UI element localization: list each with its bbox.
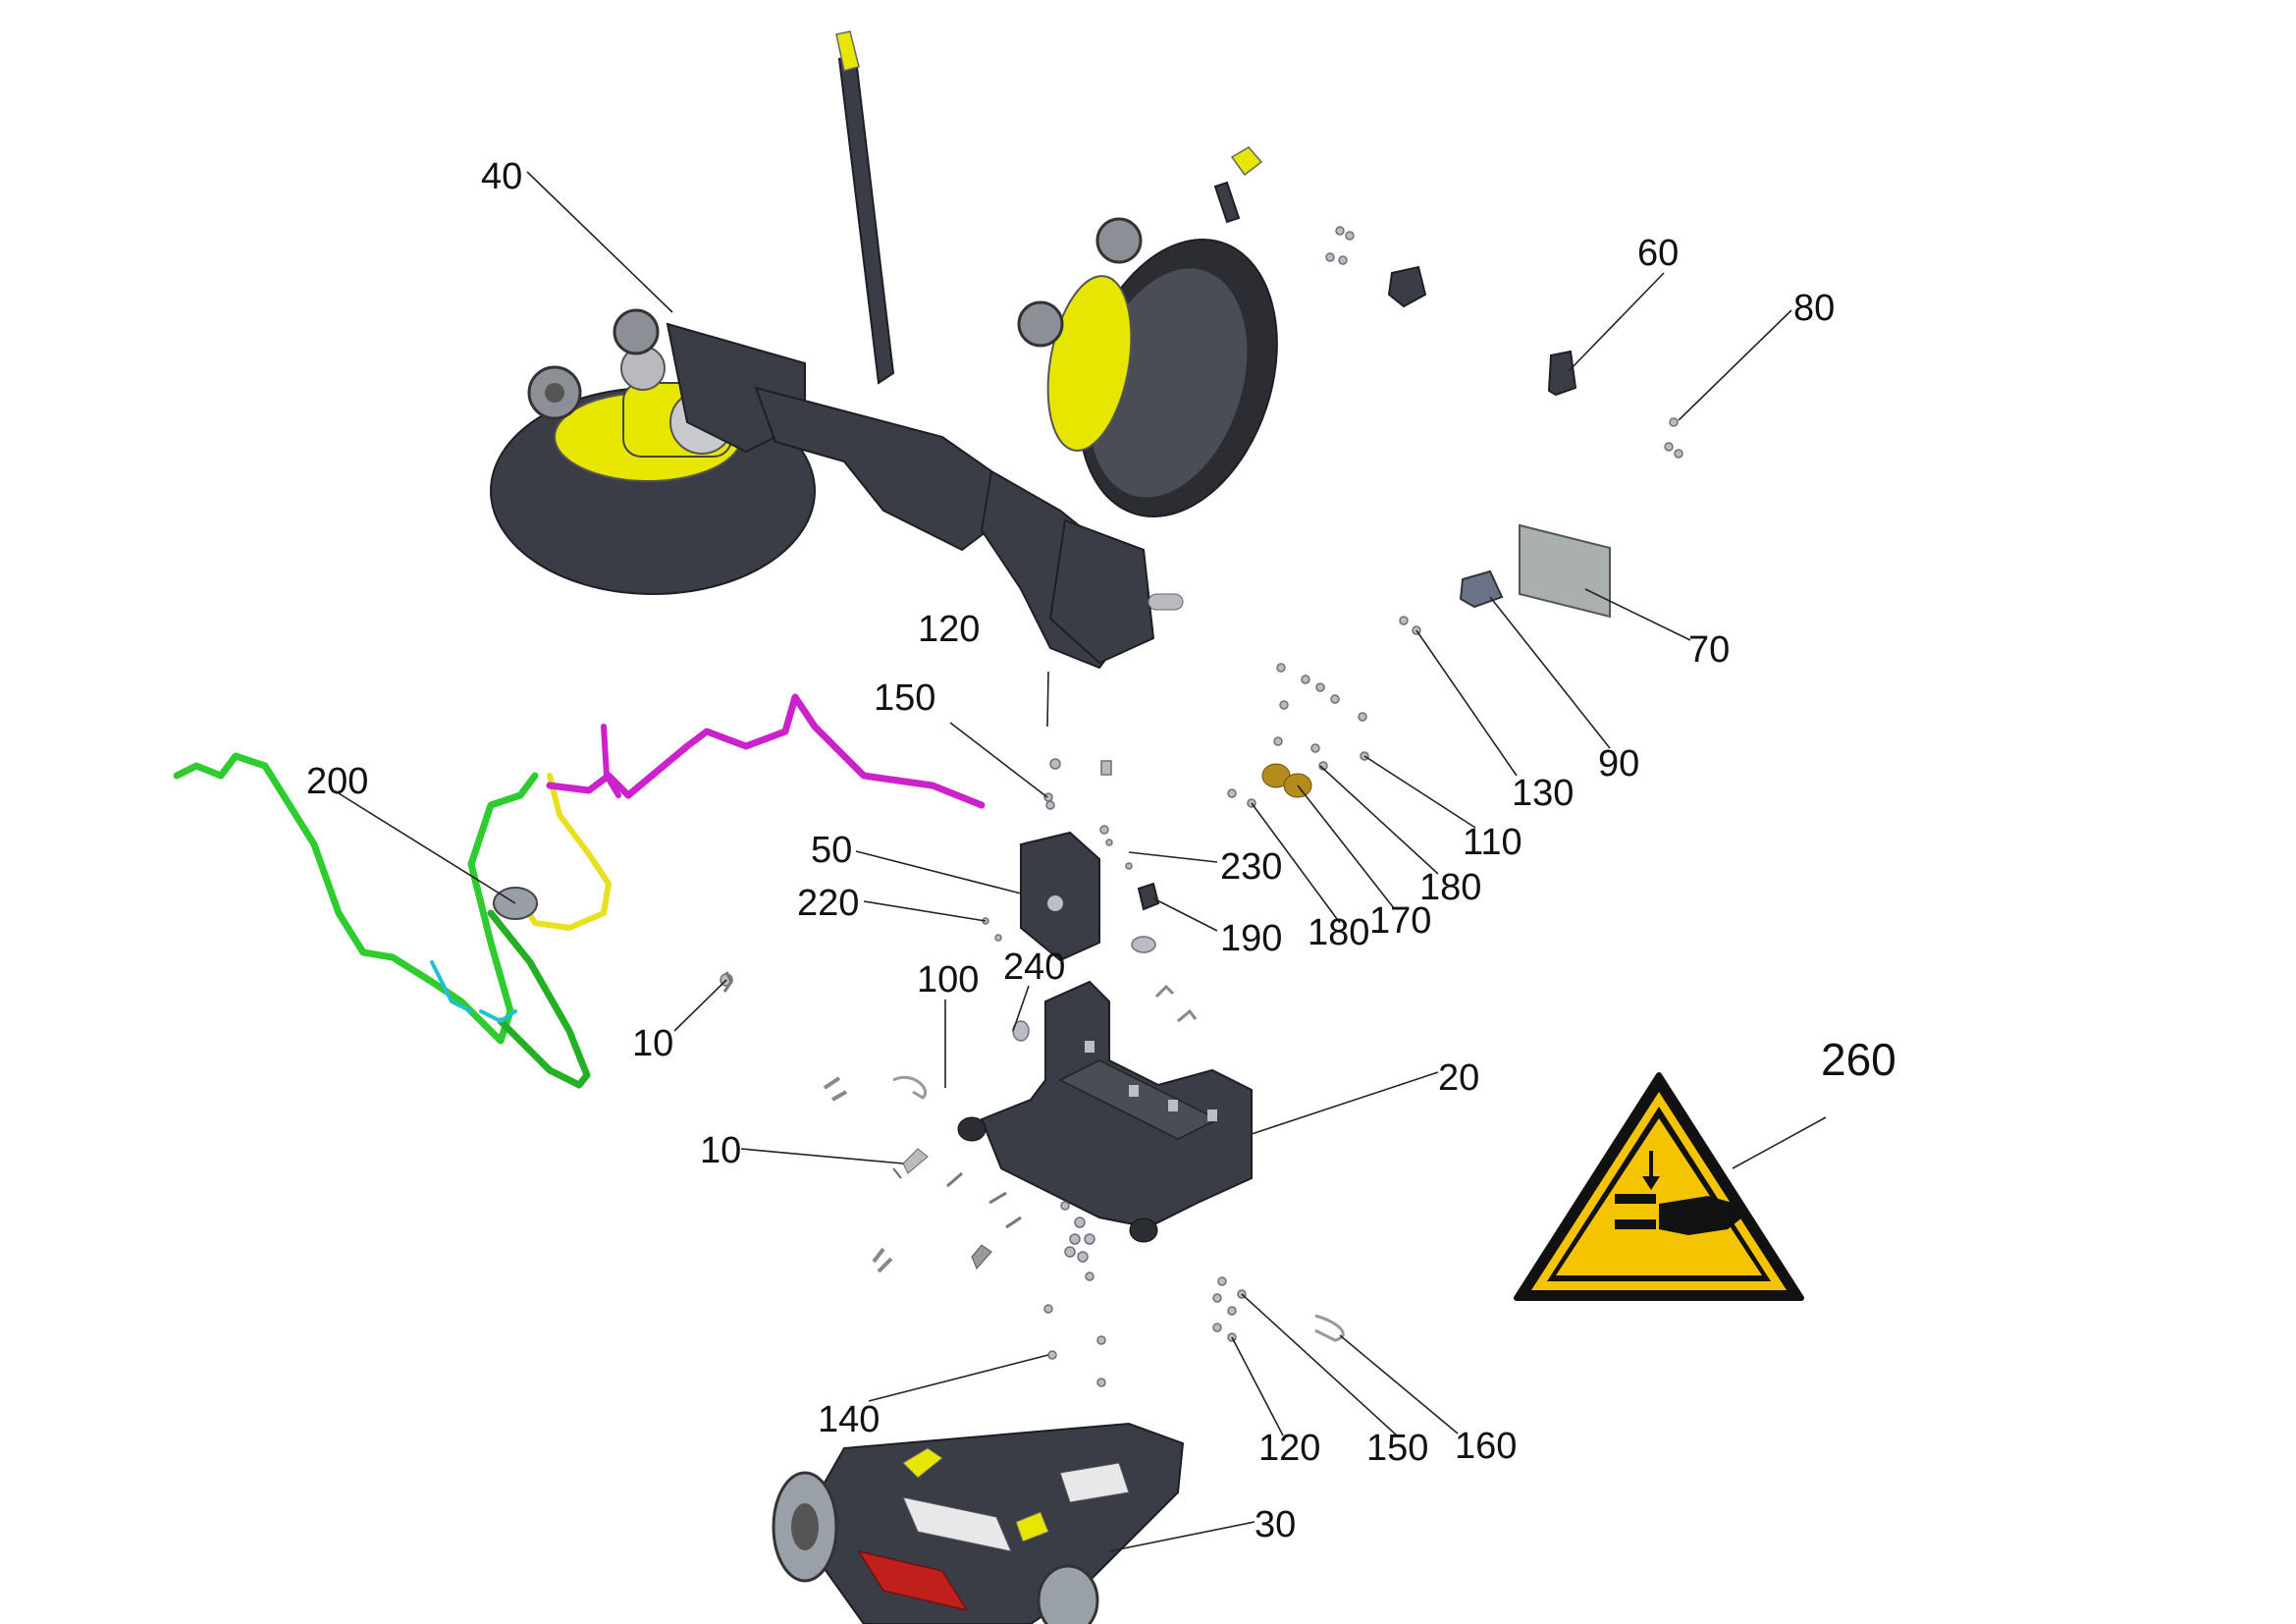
- callout-80: 80: [1793, 288, 1835, 329]
- callout-140: 140: [818, 1399, 880, 1440]
- cable-harness: [173, 693, 986, 1089]
- callout-130: 130: [1512, 773, 1574, 814]
- callout-60: 60: [1637, 233, 1679, 274]
- mounting-bracket-50: [720, 758, 1160, 1042]
- leader-lines: [338, 171, 1827, 1552]
- callout-190: 190: [1220, 918, 1282, 959]
- warning-hand-crush-icon: [1514, 1072, 1804, 1301]
- callout-100: 100: [917, 959, 979, 1001]
- callout-10-b: 10: [700, 1130, 741, 1171]
- callout-170: 170: [1369, 900, 1431, 942]
- callout-labels: 40 60 80 70 90 130 120 150 110 180 170 1…: [306, 156, 1896, 1545]
- callout-150-bottom: 150: [1366, 1428, 1428, 1469]
- callout-120-top: 120: [918, 609, 980, 650]
- callout-180-b: 180: [1308, 912, 1369, 953]
- callout-90: 90: [1598, 743, 1639, 785]
- upper-arm-assembly: [490, 30, 1278, 670]
- callout-50: 50: [811, 830, 852, 871]
- callout-150-top: 150: [874, 677, 935, 719]
- callout-180-a: 180: [1419, 867, 1481, 908]
- callout-30: 30: [1255, 1504, 1296, 1545]
- callout-230: 230: [1220, 846, 1282, 888]
- callout-110: 110: [1463, 822, 1522, 863]
- callout-220: 220: [797, 883, 859, 924]
- callout-260: 260: [1821, 1034, 1896, 1085]
- base-chassis-30: [772, 1422, 1185, 1624]
- callout-160: 160: [1455, 1426, 1517, 1467]
- bracket-parts-60-70-80-90: [1227, 226, 1683, 808]
- callout-70: 70: [1688, 629, 1730, 671]
- callout-200: 200: [306, 761, 368, 802]
- callout-10-a: 10: [632, 1023, 673, 1064]
- callout-120-bottom: 120: [1258, 1428, 1320, 1469]
- frame-20: [722, 971, 1345, 1387]
- callout-20: 20: [1438, 1057, 1479, 1099]
- callout-40: 40: [481, 156, 522, 197]
- callout-240: 240: [1003, 947, 1065, 988]
